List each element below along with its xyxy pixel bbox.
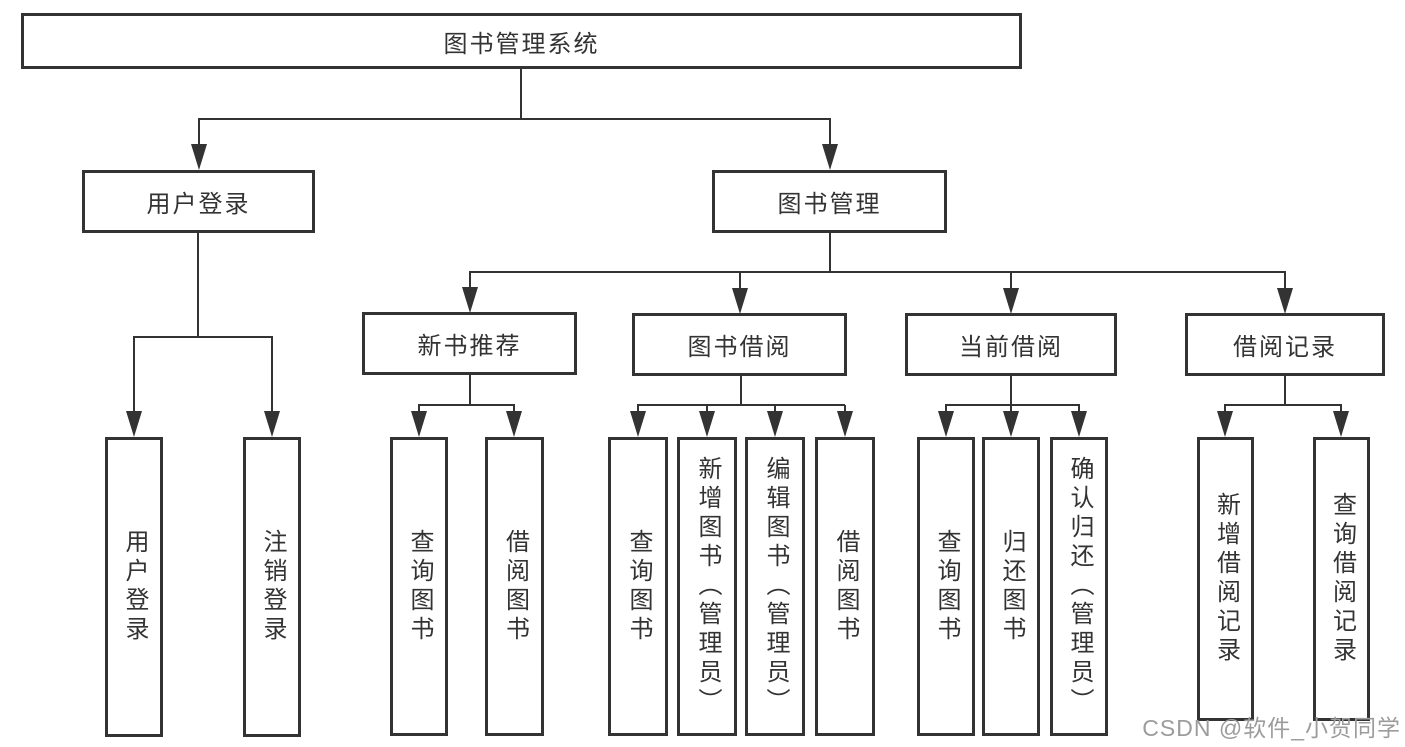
leaf-query-books-borrow: 查询图书 (608, 437, 668, 736)
leaf-label: 新增借阅记录 (1212, 492, 1240, 666)
connector-root-stem (520, 68, 522, 120)
leaf-confirm-return-admin: 确认归还（管理员） (1050, 437, 1108, 736)
arrowhead-down-icon (1003, 288, 1019, 314)
arrowhead-down-icon (264, 411, 280, 437)
arrowhead-down-icon (699, 411, 715, 437)
connector-new-book-stem (469, 374, 471, 406)
connector-book-borrow-stem (740, 376, 742, 406)
leaf-label: 注销登录 (259, 529, 286, 645)
leaf-label: 借阅图书 (832, 528, 859, 645)
node-label: 图书管理 (777, 191, 882, 218)
leaf-query-borrow-record: 查询借阅记录 (1313, 437, 1370, 721)
node-label: 图书借阅 (687, 334, 792, 361)
leaf-label: 归还图书 (998, 528, 1025, 645)
arrowhead-down-icon (630, 411, 646, 437)
leaf-borrow-books: 借阅图书 (815, 437, 875, 736)
node-label: 图书管理系统 (443, 30, 600, 58)
leaf-return-books: 归还图书 (982, 437, 1040, 736)
node-label: 新书推荐 (417, 333, 522, 360)
connector-borrow-records-rail (1224, 404, 1342, 406)
arrowhead-down-icon (462, 287, 478, 313)
leaf-label: 借阅图书 (501, 528, 529, 645)
arrowhead-down-icon (732, 288, 748, 314)
leaf-label: 新增图书（管理员） (694, 456, 721, 717)
connector-book-management-rail (469, 271, 1286, 273)
leaf-label: 查询借阅记录 (1328, 492, 1356, 666)
arrowhead-down-icon (767, 411, 783, 437)
leaf-borrow-books-recommend: 借阅图书 (485, 437, 544, 736)
connector-current-borrow-stem (1010, 376, 1012, 406)
arrowhead-down-icon (506, 411, 522, 437)
node-book-borrow: 图书借阅 (632, 313, 847, 376)
node-borrow-records: 借阅记录 (1185, 313, 1385, 376)
leaf-add-books-admin: 新增图书（管理员） (677, 437, 737, 736)
connector-root-rail (198, 118, 831, 120)
arrowhead-down-icon (191, 144, 207, 170)
node-user-login: 用户登录 (82, 170, 315, 233)
leaf-label: 编辑图书（管理员） (762, 456, 789, 717)
node-label: 用户登录 (146, 191, 251, 218)
arrowhead-down-icon (411, 411, 427, 437)
leaf-query-books-current: 查询图书 (917, 437, 975, 736)
connector-user-login-rail (133, 336, 273, 338)
arrowhead-down-icon (1333, 411, 1349, 437)
leaf-edit-books-admin: 编辑图书（管理员） (745, 437, 805, 736)
arrowhead-down-icon (1071, 411, 1087, 437)
connector-borrow-records-stem (1284, 376, 1286, 406)
arrowhead-down-icon (1277, 288, 1293, 314)
leaf-logout-login: 注销登录 (243, 437, 301, 737)
node-label: 借阅记录 (1233, 334, 1337, 361)
leaf-label: 用户登录 (121, 529, 148, 645)
arrowhead-down-icon (837, 411, 853, 437)
arrowhead-down-icon (1217, 411, 1233, 437)
connector-current-borrow-rail (945, 404, 1080, 406)
leaf-add-borrow-record: 新增借阅记录 (1197, 437, 1254, 721)
node-book-management: 图书管理 (712, 170, 947, 233)
arrowhead-down-icon (938, 411, 954, 437)
connector-book-borrow-rail (637, 404, 845, 406)
node-current-borrow: 当前借阅 (905, 313, 1117, 376)
watermark: CSDN @软件_小贺同学 (1142, 715, 1401, 741)
leaf-query-books-recommend: 查询图书 (390, 437, 448, 736)
connector-book-management-stem (829, 232, 831, 273)
leaf-user-login: 用户登录 (105, 437, 163, 737)
arrowhead-down-icon (1003, 411, 1019, 437)
node-library-management-system: 图书管理系统 (21, 13, 1022, 69)
node-label: 当前借阅 (959, 334, 1063, 361)
node-new-book-recommend: 新书推荐 (362, 312, 577, 375)
leaf-label: 确认归还（管理员） (1066, 456, 1093, 717)
connector-new-book-rail (418, 404, 515, 406)
arrowhead-down-icon (822, 144, 838, 170)
connector-user-login-stem (197, 232, 199, 338)
leaf-label: 查询图书 (933, 528, 960, 645)
arrowhead-down-icon (126, 411, 142, 437)
leaf-label: 查询图书 (406, 528, 433, 645)
leaf-label: 查询图书 (625, 528, 652, 645)
